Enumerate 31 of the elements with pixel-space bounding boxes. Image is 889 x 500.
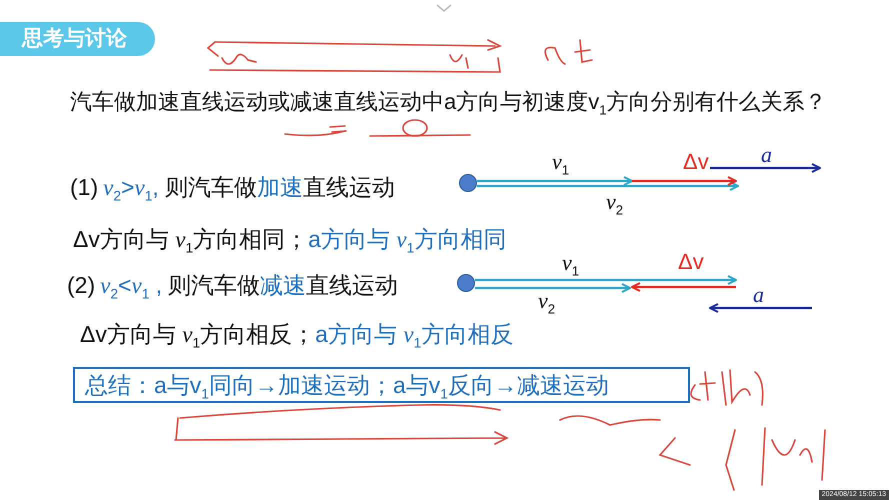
vector-arrow (475, 283, 631, 293)
vector-arrow (477, 176, 633, 186)
sentence-text: Δv方向与 v$_{1}$方向相反； (80, 320, 316, 351)
sentence-text: Δv方向与 v$_{1}$方向相同； (73, 225, 308, 256)
conclusion-text: a方向与 v$_{1}$方向相同 (308, 225, 506, 256)
item-number: (2) (67, 272, 96, 299)
sentence-text: 直线运动 (306, 271, 398, 300)
conclusion-text: a方向与 v$_{1}$方向相反 (315, 320, 514, 351)
edge-label: v$_{1}$ (562, 251, 580, 280)
item-number: (1) (70, 174, 98, 201)
vector-arrow (475, 275, 737, 285)
dot (459, 174, 477, 192)
vector-label: Δv (683, 150, 709, 174)
edge-label: v$_{1}$ (552, 150, 570, 180)
vector-label: a (761, 143, 772, 167)
sentence-text: 则汽车做 (168, 271, 260, 300)
sentence-text: 直线运动 (302, 173, 395, 202)
title-badge: 思考与讨论 (0, 22, 155, 56)
summary-box: 总结：a与v$_{1}$同向→加速运动；a与v$_{1}$反向→减速运动 (73, 367, 690, 403)
edge-label: v$_{2}$ (538, 289, 556, 318)
condition-text: v$_{2}$>v$_{1}$, (103, 174, 159, 204)
sentence-text: 则汽车做 (164, 173, 257, 202)
vector-arrow (477, 181, 739, 191)
condition-text: v$_{2}$<v$_{1}$ , (100, 272, 162, 302)
keyword-text: 减速 (260, 271, 306, 300)
keyword-text: 加速 (256, 173, 303, 202)
vector-label: Δv (678, 250, 704, 274)
dot (457, 274, 475, 292)
edge-label: v$_{2}$ (606, 190, 624, 220)
question-text: 汽车做加速直线运动或减速直线运动中a方向与初速度v$_{1}$方向分别有什么关系？ (70, 88, 828, 120)
vector-label: a (753, 283, 764, 307)
